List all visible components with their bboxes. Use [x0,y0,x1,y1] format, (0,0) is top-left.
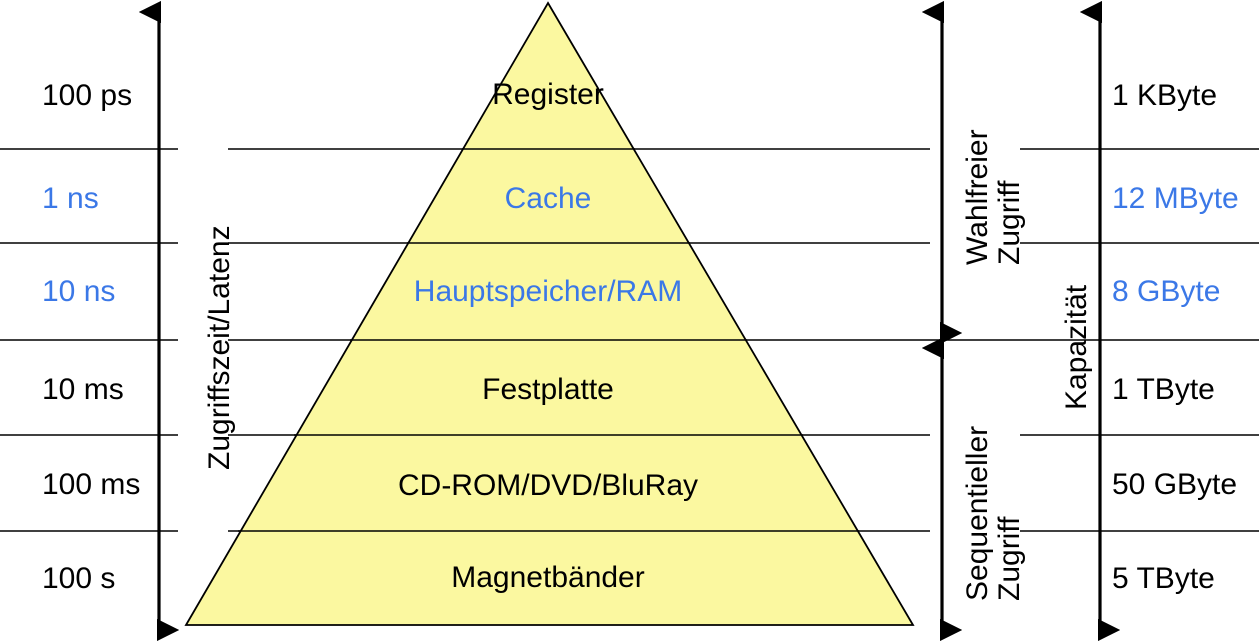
capacity-value-2: 12 MByte [1112,182,1239,215]
pyramid-tier-main-memory: Hauptspeicher/RAM [413,275,683,308]
pyramid-tier-cache: Cache [504,182,592,215]
capacity-value-1: 1 KByte [1112,79,1218,112]
latency-value-2: 1 ns [42,182,99,215]
pyramid-tier-register: Register [492,78,604,111]
latency-value-1: 100 ps [42,79,133,112]
pyramid-tier-optical-disc: CD-ROM/DVD/BluRay [397,469,699,502]
latency-value-5: 100 ms [42,468,141,501]
latency-value-4: 10 ms [42,373,124,406]
capacity-value-4: 1 TByte [1112,373,1215,406]
latency-value-3: 10 ns [42,275,116,308]
capacity-value-5: 50 GByte [1112,468,1238,501]
random-access-label: Wahlfreier Zugriff [961,129,1026,265]
sequential-access-label-line1: Sequentieller [961,425,994,601]
sequential-access-label: Sequentieller Zugriff [961,425,1026,601]
latency-axis-label: Zugriffszeit/Latenz [203,225,236,470]
pyramid-tier-hard-disk: Festplatte [482,373,614,406]
sequential-access-label-line2: Zugriff [992,516,1026,601]
capacity-axis-label: Kapazität [1060,284,1093,410]
random-access-label-line1: Wahlfreier [961,129,994,265]
capacity-value-3: 8 GByte [1112,275,1221,308]
capacity-value-6: 5 TByte [1112,562,1215,595]
random-access-label-line2: Zugriff [992,180,1026,265]
latency-value-6: 100 s [42,562,116,595]
pyramid-internal-dividers [238,148,859,532]
pyramid-shape [184,1,915,626]
pyramid-tier-magnetic-tape: Magnetbänder [451,561,645,594]
